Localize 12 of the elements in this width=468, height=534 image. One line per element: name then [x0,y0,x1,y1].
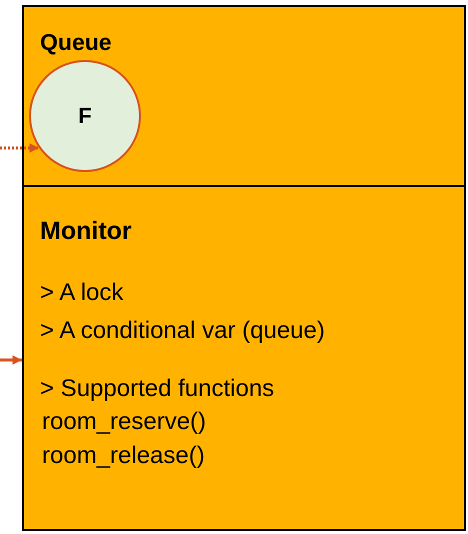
node-heading: Monitor [40,217,132,246]
node-text: room_release() [42,442,205,470]
arrow [0,355,22,365]
arrow [0,143,40,153]
monitor-panel [22,185,466,531]
node-text: > Supported functions [40,375,274,403]
node-text: > A conditional var (queue) [40,317,325,345]
queue-panel [22,5,466,187]
node-text: > A lock [40,279,124,307]
node-heading: Queue [40,29,112,56]
node-text: room_reserve() [42,408,206,436]
node-heading: F [78,103,92,129]
